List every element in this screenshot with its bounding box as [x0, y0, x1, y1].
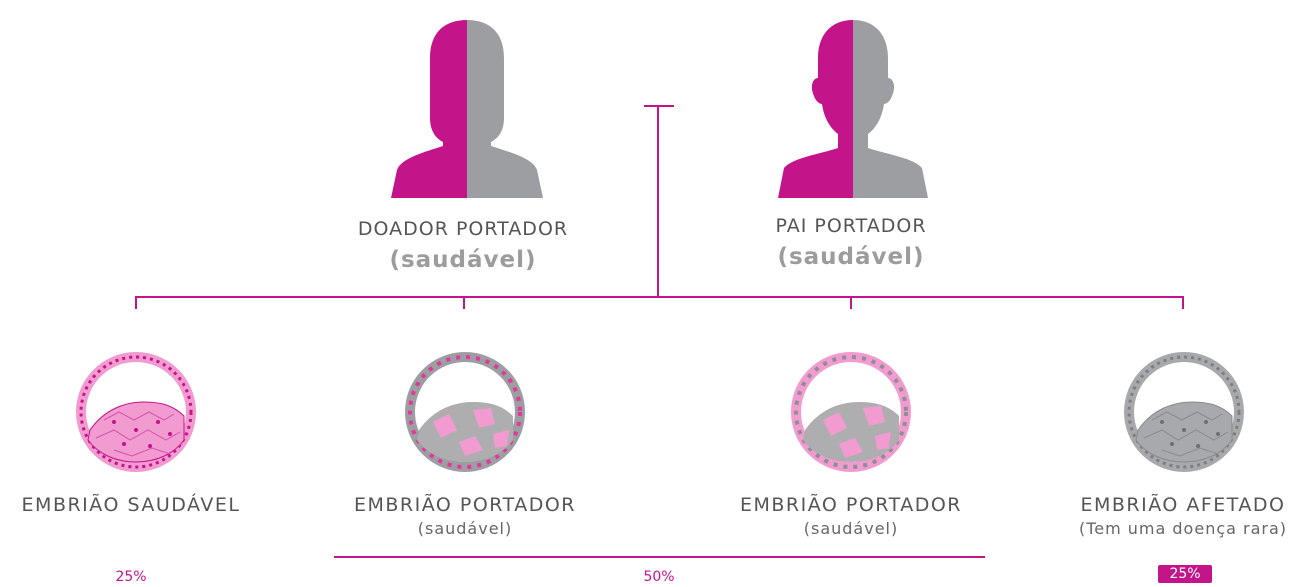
embryo-carrier-1-subtitle: (saudável)	[417, 519, 513, 538]
embryo-carrier-2-subtitle: (saudável)	[803, 519, 899, 538]
embryo-affected-icon	[1124, 352, 1244, 472]
affected-percent-badge: 25%	[1158, 565, 1212, 583]
embryo-affected-subtitle: (Tem uma doença rara)	[1078, 519, 1288, 538]
male-father-silhouette-icon	[778, 20, 928, 198]
carrier-percent: 50%	[643, 569, 675, 585]
embryo-healthy-title: EMBRIÃO SAUDÁVEL	[21, 494, 241, 516]
healthy-percent: 25%	[115, 569, 147, 585]
female-donor-silhouette-icon	[391, 20, 543, 198]
embryo-affected-title: EMBRIÃO AFETADO	[1080, 494, 1286, 516]
donor-title: DOADOR PORTADOR	[357, 218, 569, 240]
embryo-carrier-icon-2	[791, 352, 911, 472]
embryo-carrier-1-title: EMBRIÃO PORTADOR	[353, 494, 577, 516]
embryo-carrier-icon-1	[405, 352, 525, 472]
embryo-healthy-icon	[76, 352, 196, 472]
embryo-carrier-2-title: EMBRIÃO PORTADOR	[739, 494, 963, 516]
donor-subtitle: (saudável)	[389, 247, 537, 273]
father-title: PAI PORTADOR	[775, 215, 927, 237]
father-subtitle: (saudável)	[777, 244, 925, 270]
